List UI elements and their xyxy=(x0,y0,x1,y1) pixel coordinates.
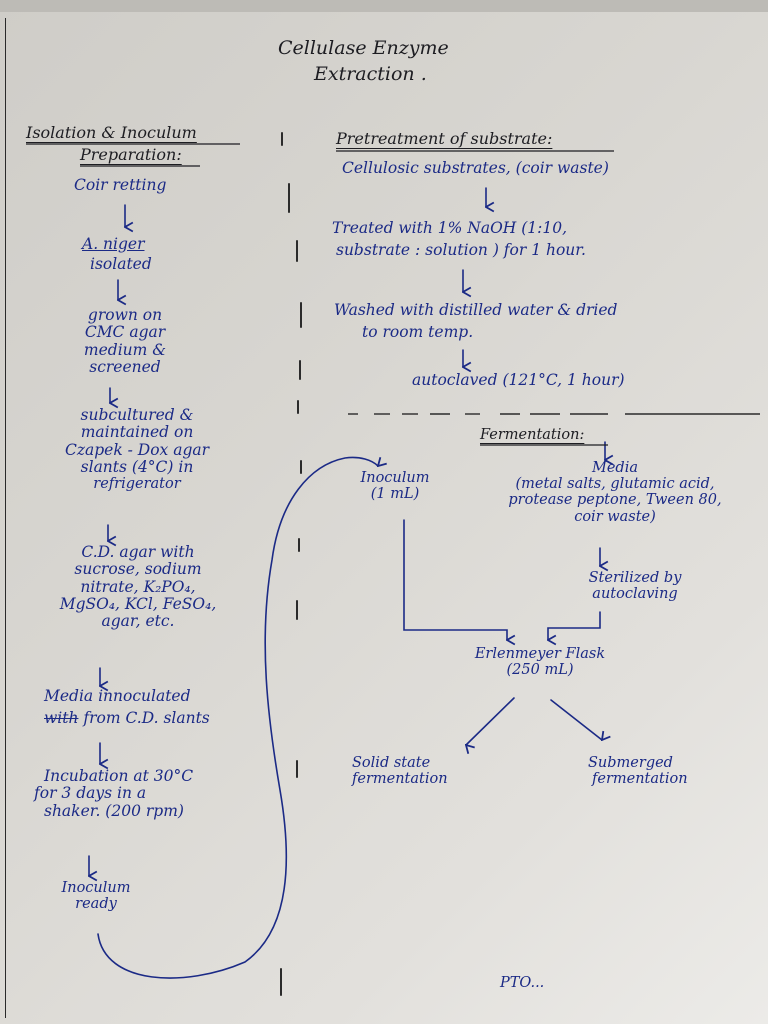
step-grown-on: grown on CMC agar medium & screened xyxy=(70,306,180,377)
media-line4: coir waste) xyxy=(574,508,656,525)
pretreatment-step-washed-line1: Washed with distilled water & dried xyxy=(334,301,618,319)
step-subcultured-line1: subcultured & xyxy=(80,406,194,424)
outcome-solid-state: Solid state fermentation xyxy=(352,755,448,787)
pretreatment-step-substrates: Cellulosic substrates, (coir waste) xyxy=(342,159,609,177)
fermentation-inoculum: Inoculum (1 mL) xyxy=(340,470,450,502)
step-inoculum-ready-line1: Inoculum xyxy=(61,880,131,896)
step-subcultured-line2: maintained on xyxy=(80,423,194,442)
step-cd-agar-line1: C.D. agar with xyxy=(81,543,195,561)
step-subcultured-line5: refrigerator xyxy=(93,476,181,493)
step-incubation-line2: for 3 days in a xyxy=(34,784,147,803)
step-incubation: Incubation at 30°C for 3 days in a shake… xyxy=(34,767,194,820)
left-heading-line1: Isolation & Inoculum xyxy=(26,123,197,142)
outcome-submerged: Submerged fermentation xyxy=(588,755,688,787)
step-cd-agar-line2: sucrose, sodium xyxy=(74,560,202,579)
page-title-line1: Cellulase Enzyme xyxy=(278,37,449,59)
fermentation-heading: Fermentation: xyxy=(480,427,585,443)
divider-mark xyxy=(298,538,300,552)
step-grown-line3: medium & xyxy=(83,340,167,359)
media-line1: Media xyxy=(592,460,638,476)
inoculum-line2: (1 mL) xyxy=(370,486,420,503)
flask-line1: Erlenmeyer Flask xyxy=(474,646,606,662)
step-grown-line1: grown on xyxy=(87,306,163,324)
divider-mark xyxy=(300,302,302,328)
submerged-line1: Submerged xyxy=(588,755,673,771)
pretreatment-step-autoclaved: autoclaved (121°C, 1 hour) xyxy=(412,371,625,389)
step-isolated: isolated xyxy=(90,255,152,273)
step-subcultured-line4: slants (4°C) in xyxy=(80,458,194,477)
step-inoculum-ready-line2: ready xyxy=(75,896,117,913)
step-subcultured: subcultured & maintained on Czapek - Dox… xyxy=(32,406,242,493)
flask-line2: (250 mL) xyxy=(506,662,574,679)
step-media-inoculated-line2: from C.D. slants xyxy=(83,709,210,727)
step-incubation-line3: shaker. (200 rpm) xyxy=(44,801,184,820)
step-media-inoculated-line2-wrap: with from C.D. slants xyxy=(44,709,210,727)
step-media-inoculated-line1: Media innoculated xyxy=(44,687,191,705)
fermentation-sterilized: Sterilized by autoclaving xyxy=(555,570,715,602)
media-line3: protease peptone, Tween 80, xyxy=(508,492,722,509)
divider-mark xyxy=(297,400,299,414)
step-grown-line4: screened xyxy=(89,358,161,377)
divider-mark xyxy=(288,183,290,213)
pretreatment-step-naoh-line2: substrate : solution ) for 1 hour. xyxy=(336,241,586,259)
divider-mark xyxy=(296,240,298,262)
fermentation-media: Media (metal salts, glutamic acid, prote… xyxy=(495,460,735,525)
step-incubation-line1: Incubation at 30°C xyxy=(44,767,194,785)
step-grown-line2: CMC agar xyxy=(84,323,166,342)
pretreatment-heading: Pretreatment of substrate: xyxy=(336,129,553,148)
inoculum-line1: Inoculum xyxy=(360,470,430,486)
step-cd-agar-line4: MgSO₄, KCl, FeSO₄, xyxy=(59,595,217,614)
step-cd-agar-line5: agar, etc. xyxy=(101,612,175,631)
pto-note: PTO... xyxy=(500,975,545,991)
step-cd-agar-line3: nitrate, K₂PO₄, xyxy=(80,577,196,596)
page-title-line2: Extraction . xyxy=(314,63,427,85)
divider-mark xyxy=(296,600,298,620)
step-inoculum-ready: Inoculum ready xyxy=(56,880,136,912)
step-cd-agar: C.D. agar with sucrose, sodium nitrate, … xyxy=(28,543,248,631)
fermentation-flask: Erlenmeyer Flask (250 mL) xyxy=(455,646,625,678)
left-heading-line2: Preparation: xyxy=(80,145,182,164)
solid-state-line1: Solid state xyxy=(352,755,431,771)
paper-top-edge xyxy=(0,0,768,12)
divider-mark xyxy=(280,968,282,996)
struck-word: with xyxy=(44,709,79,727)
divider-mark xyxy=(299,360,301,380)
sterilized-line2: autoclaving xyxy=(592,586,678,603)
divider-mark xyxy=(296,760,298,778)
solid-state-line2: fermentation xyxy=(352,771,448,788)
pretreatment-step-naoh-line1: Treated with 1% NaOH (1:10, xyxy=(332,219,568,237)
media-line2: (metal salts, glutamic acid, xyxy=(515,476,715,493)
step-a-niger: A. niger xyxy=(82,235,145,253)
step-coir-retting: Coir retting xyxy=(74,176,167,194)
divider-mark xyxy=(300,460,302,474)
submerged-line2: fermentation xyxy=(592,771,688,788)
pretreatment-step-washed-line2: to room temp. xyxy=(362,323,474,341)
sterilized-line1: Sterilized by xyxy=(588,570,682,586)
margin-line xyxy=(5,18,6,1018)
step-subcultured-line3: Czapek - Dox agar xyxy=(64,440,210,459)
divider-mark xyxy=(281,132,283,146)
